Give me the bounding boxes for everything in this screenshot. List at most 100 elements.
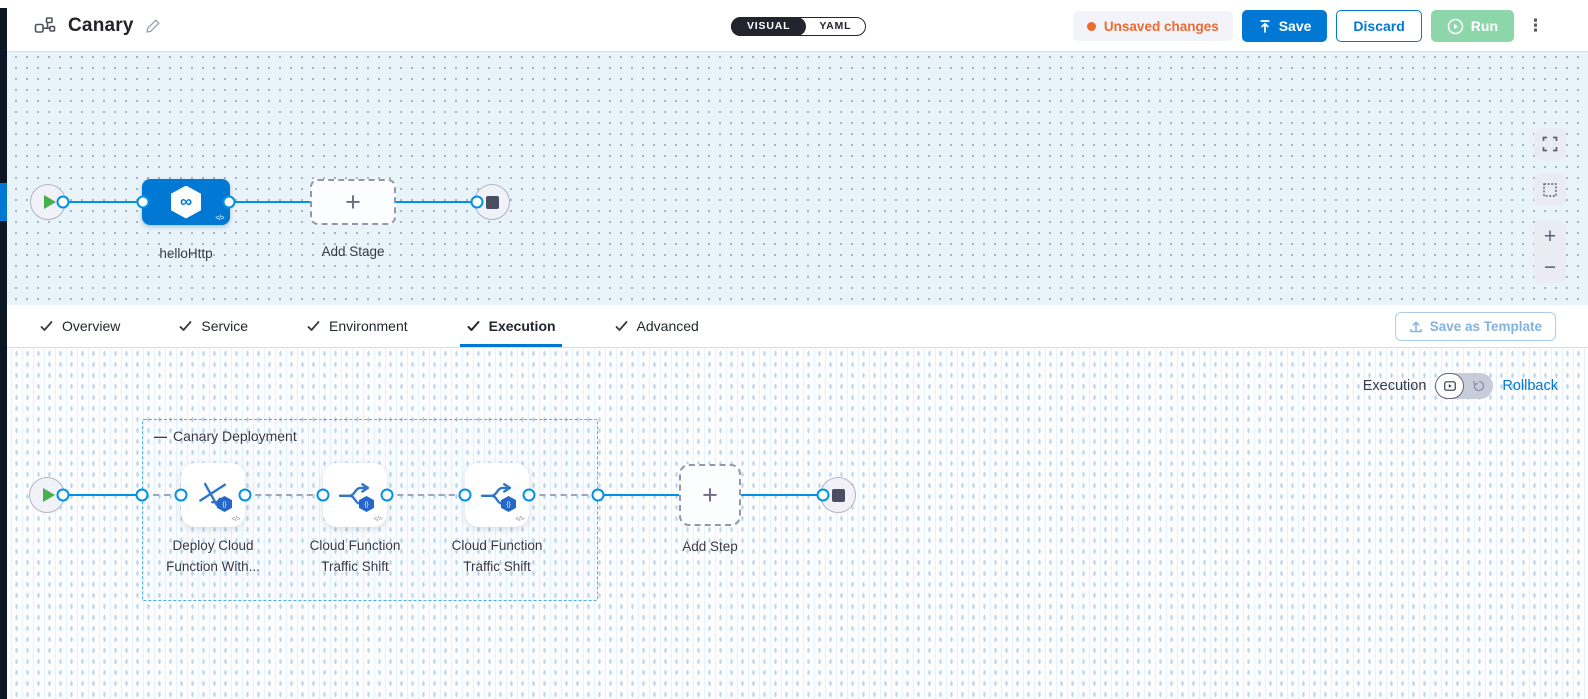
unsaved-dot-icon — [1086, 21, 1096, 31]
zoom-controls: + − — [1534, 221, 1566, 283]
cloud-function-badge-icon: {} — [501, 496, 516, 512]
add-stage-label: Add Stage — [321, 244, 385, 259]
cloud-function-badge-icon: {} — [359, 496, 374, 512]
page-title: Canary — [68, 15, 134, 36]
execution-mode-button[interactable] — [1435, 373, 1465, 399]
edge-start-to-group — [63, 494, 142, 496]
unsaved-changes-badge: Unsaved changes — [1072, 11, 1233, 41]
stage-out-port[interactable] — [222, 195, 236, 209]
toggle-yaml[interactable]: YAML — [819, 20, 852, 32]
rollback-link[interactable]: Rollback — [1502, 378, 1558, 394]
check-icon — [40, 320, 53, 331]
save-upload-icon — [1258, 19, 1272, 34]
group-out-port[interactable] — [591, 488, 605, 502]
serverless-hexagon-icon: ∞ — [171, 185, 201, 219]
edge-step2-to-step3 — [387, 494, 465, 496]
template-upload-icon — [1409, 321, 1422, 332]
stage-in-port[interactable] — [136, 195, 150, 209]
toggle-visual[interactable]: VISUAL — [731, 17, 807, 36]
marquee-selection-icon — [1543, 183, 1557, 197]
save-button[interactable]: Save — [1241, 10, 1328, 42]
plus-icon: + — [702, 479, 718, 510]
step-code-icon: </> — [515, 516, 524, 523]
unsaved-changes-text: Unsaved changes — [1103, 18, 1219, 34]
step-traffic-shift-2[interactable]: {} </> — [465, 463, 529, 527]
edge-addstep-to-end — [741, 494, 823, 496]
step-group-canary-deployment[interactable] — [142, 419, 598, 601]
step-deploy-cloud-function[interactable]: {} </> — [181, 463, 245, 527]
discard-button[interactable]: Discard — [1336, 10, 1422, 42]
step-traffic-shift-1[interactable]: {} </> — [323, 463, 387, 527]
collapse-group-icon[interactable]: — — [154, 428, 167, 444]
edge-stage-to-addstage — [229, 201, 310, 203]
edge-group-to-step1 — [142, 494, 181, 496]
step2-label: Cloud Function Traffic Shift — [309, 538, 401, 574]
step1-label: Deploy Cloud Function With... — [166, 538, 260, 574]
end-in-port[interactable] — [470, 195, 484, 209]
tab-service[interactable]: Service — [172, 305, 254, 347]
nav-strip-accent — [0, 183, 7, 221]
check-icon — [467, 320, 480, 331]
kebab-menu-icon[interactable]: ⋮ — [1527, 16, 1544, 35]
execution-icon — [1444, 381, 1456, 391]
stage-tab-bar: Overview Service Environment Execution A… — [0, 305, 1588, 348]
start-play-icon — [43, 488, 55, 502]
save-as-template-button[interactable]: Save as Template — [1394, 312, 1556, 341]
visual-yaml-toggle: VISUAL YAML — [731, 17, 867, 36]
step1-in-port[interactable] — [174, 488, 188, 502]
pipeline-header: Canary VISUAL YAML Unsaved changes — [0, 0, 1588, 52]
stage-label: helloHttp — [159, 246, 213, 261]
stop-square-icon — [831, 488, 845, 502]
collapsed-nav-strip — [0, 8, 7, 699]
step-code-icon: </> — [231, 516, 240, 523]
execution-graph-canvas[interactable]: Execution Rollback — Canary Deployment — [0, 348, 1588, 699]
cloud-function-badge-icon: {} — [217, 496, 232, 512]
zoom-out-button[interactable]: − — [1543, 255, 1557, 279]
pipeline-icon — [33, 14, 57, 38]
zoom-in-button[interactable]: + — [1543, 224, 1557, 248]
fullscreen-button[interactable] — [1534, 128, 1566, 160]
add-step-label: Add Step — [682, 539, 738, 554]
step2-out-port[interactable] — [380, 488, 394, 502]
plus-icon: + — [345, 186, 361, 217]
stage-graph-canvas[interactable]: ∞ </> helloHttp + Add Stage + − — [0, 52, 1588, 305]
step3-in-port[interactable] — [458, 488, 472, 502]
execution-start-out-port[interactable] — [56, 488, 70, 502]
execution-mode-label: Execution — [1362, 378, 1427, 394]
execution-rollback-switcher: Execution Rollback — [1363, 373, 1558, 399]
stop-square-icon — [485, 195, 499, 209]
tab-overview[interactable]: Overview — [33, 305, 126, 347]
step3-out-port[interactable] — [522, 488, 536, 502]
step1-out-port[interactable] — [238, 488, 252, 502]
edge-step1-to-step2 — [245, 494, 323, 496]
rollback-mode-button[interactable] — [1464, 373, 1493, 399]
selection-mode-button[interactable] — [1534, 174, 1566, 206]
edit-title-pencil-icon[interactable] — [145, 18, 161, 34]
check-icon — [307, 320, 320, 331]
fullscreen-icon — [1542, 136, 1558, 152]
add-step-button[interactable]: + — [679, 464, 741, 526]
edge-step3-to-group-exit — [529, 494, 598, 496]
tab-advanced[interactable]: Advanced — [608, 305, 705, 347]
start-play-icon — [44, 195, 56, 209]
group-in-port[interactable] — [135, 488, 149, 502]
stage-code-icon: </> — [215, 215, 224, 222]
rollback-icon — [1473, 380, 1485, 392]
stage-node-hellohttp[interactable]: ∞ </> — [142, 179, 230, 225]
edge-start-to-stage — [63, 201, 143, 203]
run-button[interactable]: Run — [1430, 10, 1514, 42]
run-play-icon — [1447, 18, 1464, 35]
step2-in-port[interactable] — [316, 488, 330, 502]
step-group-header: — Canary Deployment — [154, 428, 297, 444]
step3-label: Cloud Function Traffic Shift — [451, 538, 543, 574]
start-out-port[interactable] — [56, 195, 70, 209]
step-group-title: Canary Deployment — [173, 428, 297, 444]
tab-environment[interactable]: Environment — [300, 305, 414, 347]
step-code-icon: </> — [373, 516, 382, 523]
check-icon — [179, 320, 192, 331]
add-stage-button[interactable]: + — [310, 179, 396, 225]
edge-group-to-addstep — [598, 494, 679, 496]
tab-execution[interactable]: Execution — [459, 305, 562, 347]
execution-end-in-port[interactable] — [816, 488, 830, 502]
